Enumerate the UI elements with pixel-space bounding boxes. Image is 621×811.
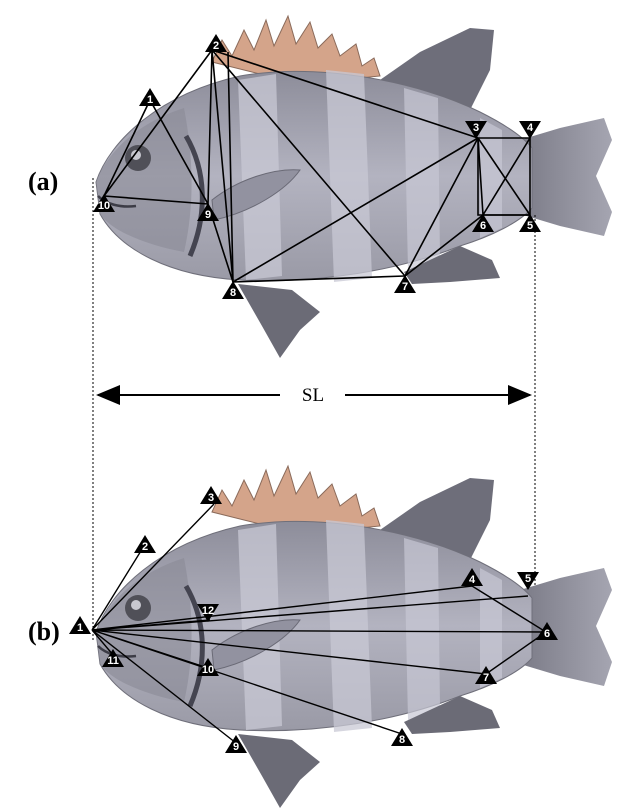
svg-text:7: 7: [402, 281, 408, 293]
svg-text:10: 10: [202, 664, 214, 676]
svg-text:3: 3: [473, 122, 479, 134]
landmark-b-3: 3: [200, 486, 222, 504]
landmark-a-1: 1: [139, 88, 161, 106]
svg-text:2: 2: [213, 40, 219, 52]
fish-photo-a: [96, 16, 612, 358]
svg-text:1: 1: [77, 622, 83, 634]
landmark-b-1: 1: [69, 616, 91, 634]
svg-text:7: 7: [483, 672, 489, 684]
panel-label-b: (b): [28, 617, 60, 646]
svg-text:8: 8: [230, 287, 236, 299]
svg-text:9: 9: [205, 209, 211, 221]
svg-text:6: 6: [480, 220, 486, 232]
svg-text:11: 11: [107, 655, 119, 667]
panel-label-a: (a): [28, 167, 58, 196]
panel-a: 1 2 3 4 5 6 7 8 9 10 (a): [28, 16, 612, 358]
svg-text:6: 6: [544, 628, 550, 640]
svg-text:12: 12: [202, 605, 214, 617]
landmark-b-2: 2: [134, 535, 156, 553]
sl-label: SL: [302, 385, 324, 406]
svg-text:5: 5: [525, 573, 531, 585]
landmark-a-8: 8: [222, 281, 244, 299]
svg-text:2: 2: [142, 541, 148, 553]
panel-b: 1 2 3 4 5 6 7 8 9 10 11 12 (b): [28, 466, 612, 808]
svg-text:8: 8: [399, 734, 405, 746]
svg-text:4: 4: [527, 122, 534, 134]
svg-text:9: 9: [233, 741, 239, 753]
fish-photo-b: [96, 466, 612, 808]
svg-text:5: 5: [527, 220, 533, 232]
svg-text:1: 1: [147, 94, 153, 106]
svg-text:3: 3: [208, 492, 214, 504]
svg-text:10: 10: [98, 200, 110, 212]
svg-text:4: 4: [469, 574, 476, 586]
